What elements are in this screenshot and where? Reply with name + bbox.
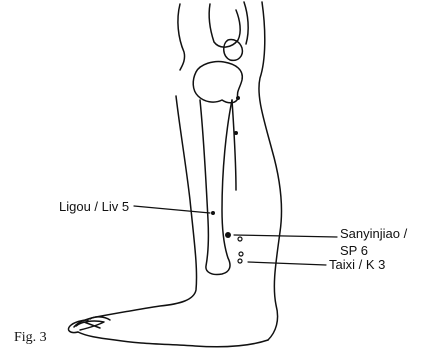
leg-back-contour — [259, 2, 282, 340]
foot-sole — [78, 332, 268, 347]
ligou-label: Ligou / Liv 5 — [59, 199, 129, 214]
tibia — [200, 100, 232, 275]
point-open-2 — [239, 252, 243, 256]
ligou-leader-line — [134, 206, 210, 213]
point-dot-upper-1 — [236, 96, 240, 100]
patella — [224, 39, 243, 60]
taixi-point-marker — [238, 259, 242, 263]
sanyinjiao-label-line1: Sanyinjiao / — [340, 226, 407, 241]
taixi-label: Taixi / K 3 — [329, 257, 385, 272]
fibula — [232, 100, 236, 190]
knee-joint — [193, 61, 242, 102]
figure-caption: Fig. 3 — [14, 330, 47, 345]
ligou-point-marker — [211, 211, 215, 215]
point-dot-upper-2 — [234, 131, 238, 135]
sanyinjiao-label-line2: SP 6 — [340, 243, 368, 258]
sanyinjiao-point-marker — [225, 232, 231, 238]
sanyinjiao-leader-line — [234, 235, 337, 237]
point-open-1 — [238, 237, 242, 241]
taixi-leader-line — [248, 262, 326, 265]
